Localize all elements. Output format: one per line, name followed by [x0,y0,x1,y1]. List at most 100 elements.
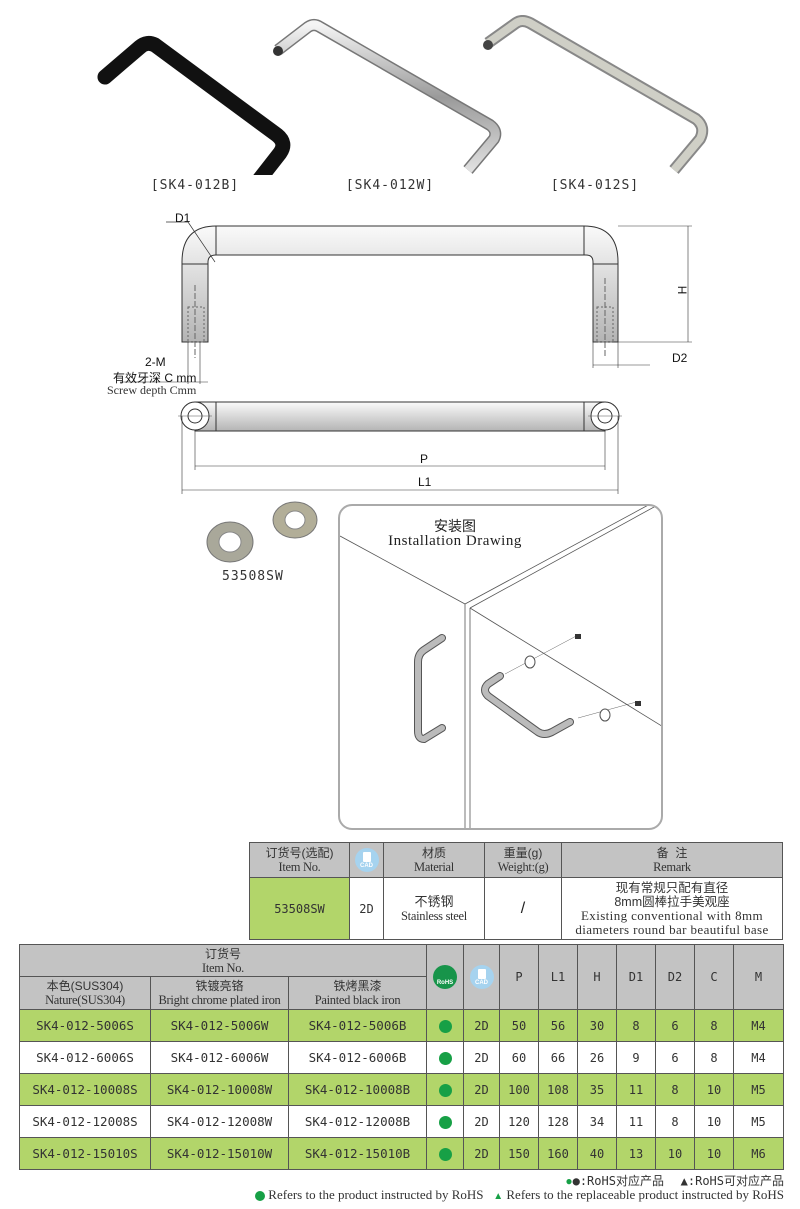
header-rohs: RoHS [426,944,464,1010]
accessory-item-no: 53508SW [249,877,350,940]
legend-cn-circle: ●●:RoHS对应产品 [565,1174,664,1188]
chrome-handle-image [273,19,502,174]
dim-d2: 6 [655,1009,695,1042]
label-d1: D1 [175,211,191,225]
label-thread-en: Screw depth Cmm [107,383,197,397]
legend-en: Refers to the product instructed by RoHS… [255,1187,784,1203]
header-d2: D2 [655,944,695,1010]
label-thread: 2-M [145,355,166,369]
legend-cn-triangle: ▲:RoHS可对应产品 [681,1174,784,1188]
item-chrome: SK4-012-12008W [150,1105,289,1138]
rohs-triangle-icon: ▲ [493,1191,504,1202]
dim-d1: 9 [616,1041,656,1074]
item-nature: SK4-012-15010S [19,1137,151,1170]
installation-svg [340,506,661,828]
product-photo-chrome [268,15,508,175]
dim-d1: 13 [616,1137,656,1170]
dim-p: 120 [499,1105,539,1138]
header-p: P [499,944,539,1010]
item-black: SK4-012-5006B [288,1009,427,1042]
dim-h: 40 [577,1137,617,1170]
header-item-no: 订货号(选配)Item No. [249,842,350,878]
dim-l1: 108 [538,1073,578,1106]
installation-panel: 安装图 Installation Drawing [338,504,663,830]
item-black: SK4-012-12008B [288,1105,427,1138]
accessory-weight: / [484,877,562,940]
dim-d2: 10 [655,1137,695,1170]
dim-c: 8 [694,1009,734,1042]
legend-cn-triangle-text: ▲:RoHS可对应产品 [680,1174,784,1188]
rohs-status [426,1041,464,1074]
dim-h: 30 [577,1009,617,1042]
dim-p: 100 [499,1073,539,1106]
rohs-dot-icon [438,1147,452,1161]
rohs-icon: RoHS [433,965,457,989]
installation-title-en: Installation Drawing [388,533,522,549]
item-chrome: SK4-012-15010W [150,1137,289,1170]
dim-m: M4 [733,1041,784,1074]
rohs-status [426,1105,464,1138]
dimension-drawing-svg [120,221,692,494]
item-nature: SK4-012-10008S [19,1073,151,1106]
cad-download[interactable]: 2D [463,1105,500,1138]
dim-d2: 8 [655,1073,695,1106]
header-m: M [733,944,784,1010]
product-photo-stainless [478,15,718,175]
cad-download[interactable]: 2D [463,1041,500,1074]
item-nature: SK4-012-6006S [19,1041,151,1074]
cad-download[interactable]: 2D [463,1009,500,1042]
dim-c: 8 [694,1041,734,1074]
cad-download[interactable]: 2D [463,1073,500,1106]
legend-en-circle-text: Refers to the product instructed by RoHS [268,1187,484,1202]
item-black: SK4-012-15010B [288,1137,427,1170]
dim-c: 10 [694,1137,734,1170]
dim-d1: 11 [616,1105,656,1138]
header-cad: CAD [463,944,500,1010]
washer-label: 53508SW [222,569,284,584]
dim-p: 60 [499,1041,539,1074]
dim-m: M6 [733,1137,784,1170]
washer-image [206,501,318,563]
item-black: SK4-012-6006B [288,1041,427,1074]
dim-m: M5 [733,1073,784,1106]
item-black: SK4-012-10008B [288,1073,427,1106]
label-thread-cn: 有效牙深 C mm [113,371,197,385]
dim-c: 10 [694,1073,734,1106]
dim-c: 10 [694,1105,734,1138]
label-d2: D2 [672,351,688,365]
dim-l1: 160 [538,1137,578,1170]
accessory-cad[interactable]: 2D [349,877,384,940]
item-nature: SK4-012-5006S [19,1009,151,1042]
header-h: H [577,944,617,1010]
cad-download[interactable]: 2D [463,1137,500,1170]
dim-d2: 6 [655,1041,695,1074]
dim-d1: 11 [616,1073,656,1106]
item-chrome: SK4-012-6006W [150,1041,289,1074]
product-photo-black [95,25,295,193]
dim-p: 50 [499,1009,539,1042]
header-l1: L1 [538,944,578,1010]
legend-en-triangle-text: Refers to the replaceable product instru… [506,1187,784,1202]
rohs-dot-icon [438,1083,452,1097]
cad-icon: CAD [354,848,379,872]
cad-icon: CAD [469,965,494,989]
installation-title-cn: 安装图 [434,518,476,534]
stainless-handle-image [483,15,709,174]
product-label-black: [SK4-012B] [150,178,240,193]
item-chrome: SK4-012-5006W [150,1009,289,1042]
dim-p: 150 [499,1137,539,1170]
label-h: H [675,285,690,295]
